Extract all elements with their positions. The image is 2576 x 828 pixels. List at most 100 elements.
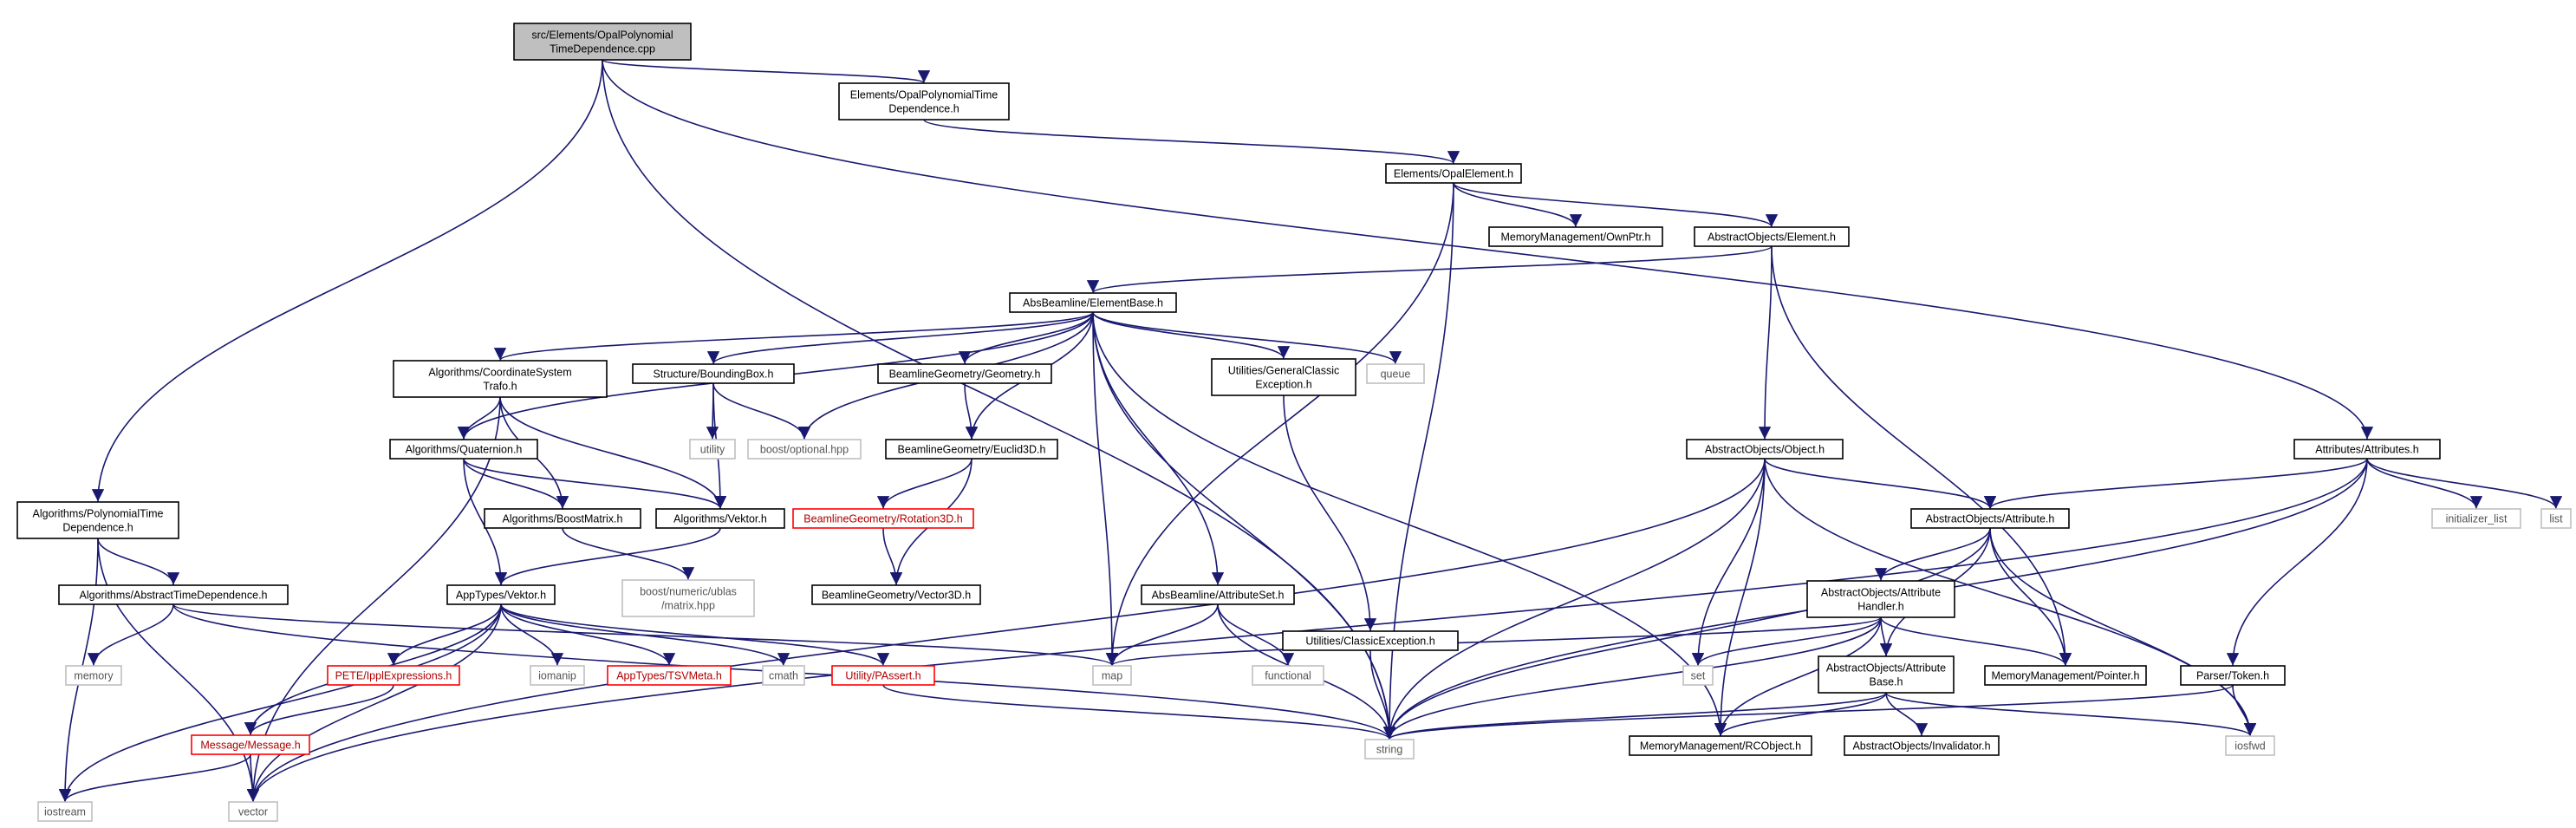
node-functional-label-line-0: functional xyxy=(1265,670,1311,682)
edge-opalel-to-ownptr xyxy=(1453,182,1583,227)
node-bopt-box xyxy=(747,439,862,460)
node-initl-label-line-0: initializer_list xyxy=(2446,513,2508,525)
node-ownptr[interactable]: MemoryManagement/OwnPtr.h xyxy=(1488,226,1663,247)
edge-cst-to-quat xyxy=(457,396,501,440)
edge-cst-to-vector xyxy=(246,396,501,802)
node-rot3d[interactable]: BeamlineGeometry/Rotation3D.h xyxy=(792,508,974,529)
node-attr[interactable]: AbstractObjects/Attribute.h xyxy=(1910,508,2070,529)
node-root[interactable]: src/Elements/OpalPolynomialTimeDependenc… xyxy=(513,23,692,61)
edge-tvektor-to-pete xyxy=(387,603,502,666)
node-message[interactable]: Message/Message.h xyxy=(191,734,310,755)
node-geom-label-line-0: BeamlineGeometry/Geometry.h xyxy=(889,368,1041,381)
node-gcexc-label-line-0: Utilities/GeneralClassic xyxy=(1228,365,1340,377)
node-vector: vector xyxy=(228,801,278,822)
node-elbase[interactable]: AbsBeamline/ElementBase.h xyxy=(1009,292,1177,313)
node-object-label-line-0: AbstractObjects/Object.h xyxy=(1705,444,1825,456)
node-iostream-label-line-0: iostream xyxy=(44,806,86,818)
node-cst-label-line-1: Trafo.h xyxy=(483,381,517,393)
edge-element-to-object xyxy=(1758,245,1773,440)
node-optdh-label-line-1: Dependence.h xyxy=(888,103,959,115)
edge-cst-to-avektor xyxy=(499,396,727,509)
node-opalel[interactable]: Elements/OpalElement.h xyxy=(1385,163,1522,184)
node-bopt: boost/optional.hpp xyxy=(747,439,862,460)
node-root-box xyxy=(513,23,692,61)
node-passert-box xyxy=(831,665,935,686)
node-pointer-label-line-0: MemoryManagement/Pointer.h xyxy=(1992,670,2140,682)
node-gcexc-box xyxy=(1211,358,1356,396)
node-optdh-label-line-0: Elements/OpalPolynomialTime xyxy=(850,89,998,101)
node-pointer[interactable]: MemoryManagement/Pointer.h xyxy=(1984,665,2147,686)
node-token[interactable]: Parser/Token.h xyxy=(2180,665,2286,686)
node-string: string xyxy=(1364,739,1415,760)
node-invalid[interactable]: AbstractObjects/Invalidator.h xyxy=(1844,735,2000,756)
node-object[interactable]: AbstractObjects/Object.h xyxy=(1686,439,1844,460)
node-elbase-box xyxy=(1009,292,1177,313)
node-vec3d[interactable]: BeamlineGeometry/Vector3D.h xyxy=(811,584,981,605)
node-cexc[interactable]: Utilities/ClassicException.h xyxy=(1282,630,1459,651)
edge-abstd-to-memory xyxy=(87,603,174,666)
edge-elbase-to-map xyxy=(1092,311,1119,666)
edge-elbase-to-string xyxy=(1092,311,1396,740)
node-map-box xyxy=(1092,665,1132,686)
node-iomanip-label-line-0: iomanip xyxy=(538,670,576,682)
node-opalel-box xyxy=(1385,163,1522,184)
node-euclid-label-line-0: BeamlineGeometry/Euclid3D.h xyxy=(898,444,1046,456)
edge-object-to-vector xyxy=(246,458,1766,802)
node-iosfwd-label-line-0: iosfwd xyxy=(2234,740,2265,753)
edge-tvektor-to-tsv xyxy=(500,603,676,666)
node-avektor-label-line-0: Algorithms/Vektor.h xyxy=(673,513,767,525)
node-abstd-box xyxy=(58,584,289,605)
node-quat-label-line-0: Algorithms/Quaternion.h xyxy=(406,444,523,456)
node-bmatrix[interactable]: Algorithms/BoostMatrix.h xyxy=(484,508,641,529)
node-element[interactable]: AbstractObjects/Element.h xyxy=(1694,226,1850,247)
edge-token-to-iosfwd xyxy=(2232,684,2257,736)
edge-gcexc-to-cexc xyxy=(1283,394,1377,631)
node-attrs[interactable]: Attributes/Attributes.h xyxy=(2293,439,2441,460)
node-attrs-label-line-0: Attributes/Attributes.h xyxy=(2315,444,2419,456)
node-element-box xyxy=(1694,226,1850,247)
node-abase-label-line-0: AbstractObjects/Attribute xyxy=(1826,662,1946,675)
node-attrset[interactable]: AbsBeamline/AttributeSet.h xyxy=(1141,584,1295,605)
edge-opalel-to-element xyxy=(1453,182,1778,228)
edge-attrs-to-initl xyxy=(2366,458,2483,509)
node-tvektor[interactable]: AppTypes/Vektor.h xyxy=(446,584,556,605)
node-bbox[interactable]: Structure/BoundingBox.h xyxy=(632,363,795,384)
node-pete[interactable]: PETE/IpplExpressions.h xyxy=(327,665,460,686)
node-string-label-line-0: string xyxy=(1376,744,1403,756)
edge-ahandler-to-string xyxy=(1382,616,1882,740)
edge-root-to-optdh xyxy=(602,59,930,84)
node-ownptr-label-line-0: MemoryManagement/OwnPtr.h xyxy=(1501,231,1651,244)
node-rot3d-label-line-0: BeamlineGeometry/Rotation3D.h xyxy=(803,513,962,525)
node-euclid-box xyxy=(885,439,1058,460)
node-bbox-box xyxy=(632,363,795,384)
node-geom-box xyxy=(877,363,1052,384)
node-avektor-box xyxy=(655,508,785,529)
edge-message-to-vector xyxy=(246,753,260,802)
node-iomanip: iomanip xyxy=(530,665,585,686)
edge-root-to-attrs xyxy=(602,59,2374,440)
node-passert[interactable]: Utility/PAssert.h xyxy=(831,665,935,686)
node-quat[interactable]: Algorithms/Quaternion.h xyxy=(389,439,538,460)
node-tsv[interactable]: AppTypes/TSVMeta.h xyxy=(607,665,732,686)
edge-opalel-to-string xyxy=(1382,182,1454,740)
node-geom[interactable]: BeamlineGeometry/Geometry.h xyxy=(877,363,1052,384)
edge-geom-to-euclid xyxy=(964,382,979,440)
node-token-box xyxy=(2180,665,2286,686)
node-queue: queue xyxy=(1366,363,1425,384)
node-pete-label-line-0: PETE/IpplExpressions.h xyxy=(335,670,452,682)
node-rcobj[interactable]: MemoryManagement/RCObject.h xyxy=(1629,735,1812,756)
node-euclid[interactable]: BeamlineGeometry/Euclid3D.h xyxy=(885,439,1058,460)
node-vector-box xyxy=(228,801,278,822)
node-invalid-label-line-0: AbstractObjects/Invalidator.h xyxy=(1852,740,1990,753)
node-map-label-line-0: map xyxy=(1102,670,1122,682)
node-cst-label-line-0: Algorithms/CoordinateSystem xyxy=(428,367,571,379)
node-abstd[interactable]: Algorithms/AbstractTimeDependence.h xyxy=(58,584,289,605)
node-avektor[interactable]: Algorithms/Vektor.h xyxy=(655,508,785,529)
